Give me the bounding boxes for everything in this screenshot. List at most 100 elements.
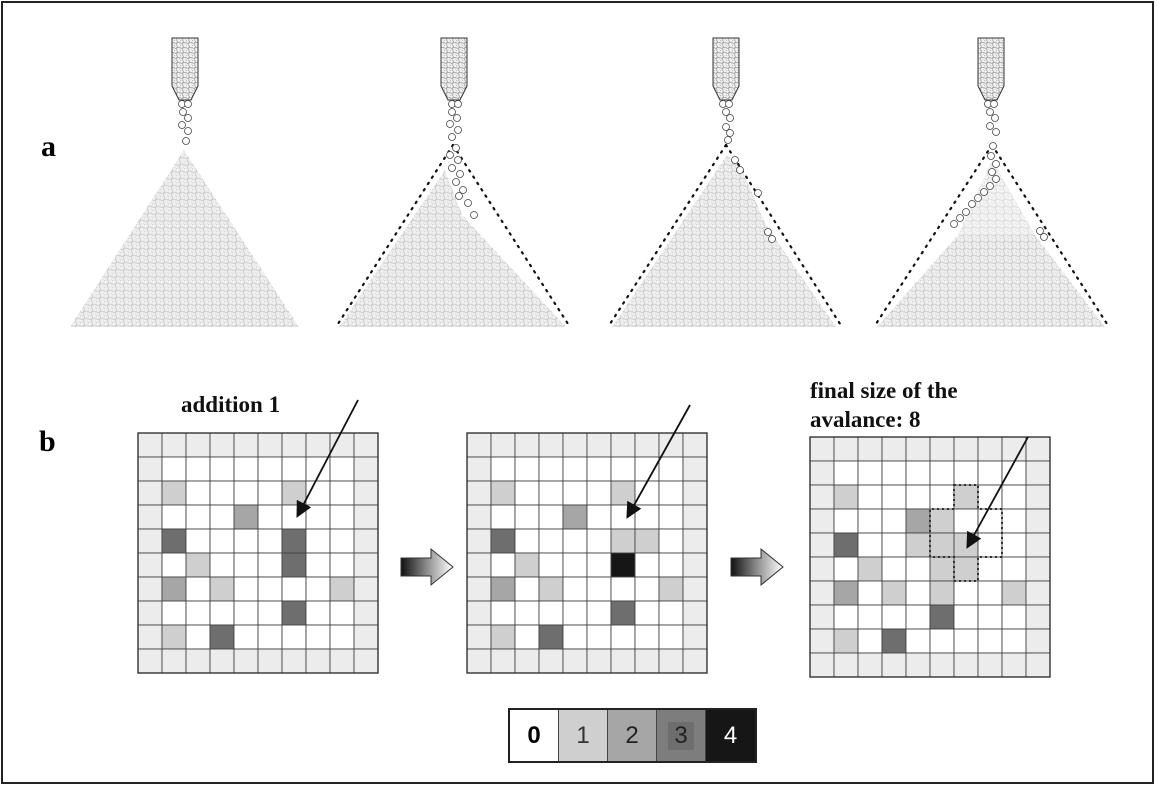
grid-cell [491, 505, 515, 529]
boundary-cell [354, 529, 378, 553]
grid-cell [1002, 629, 1026, 653]
boundary-cell [491, 433, 515, 457]
boundary-cell [354, 457, 378, 481]
boundary-cell [467, 553, 491, 577]
grid-cell [858, 485, 882, 509]
boundary-cell [810, 581, 834, 605]
grid-cell [659, 577, 683, 601]
grid-cell [330, 505, 354, 529]
grid-cell [611, 529, 635, 553]
boundary-cell [162, 649, 186, 673]
boundary-cell [354, 649, 378, 673]
grid-cell [858, 557, 882, 581]
grid-cell [515, 457, 539, 481]
boundary-cell [467, 505, 491, 529]
grid-cell [282, 553, 306, 577]
grid-cell [306, 505, 330, 529]
grid-cell [587, 553, 611, 577]
grid-cell [1002, 533, 1026, 557]
grid-cell [1002, 557, 1026, 581]
grid-cell [515, 505, 539, 529]
boundary-cell [467, 577, 491, 601]
boundary-cell [539, 649, 563, 673]
grid-cell [882, 557, 906, 581]
grid-cell [635, 529, 659, 553]
grid-cell [659, 625, 683, 649]
grid-cell [186, 481, 210, 505]
grid-cell [515, 481, 539, 505]
grid-cell [539, 577, 563, 601]
grid-cell [635, 481, 659, 505]
grid-cell [635, 553, 659, 577]
grid-cell [906, 605, 930, 629]
boundary-cell [210, 649, 234, 673]
grid-cell [659, 457, 683, 481]
grid-cell [882, 509, 906, 533]
boundary-cell [810, 653, 834, 677]
legend-item-0: 0 [510, 710, 559, 761]
grid-cell [906, 509, 930, 533]
grid-cell [234, 601, 258, 625]
grid-cell [954, 581, 978, 605]
sandpile-2 [336, 38, 570, 327]
boundary-cell [467, 649, 491, 673]
boundary-cell [354, 553, 378, 577]
boundary-cell [282, 649, 306, 673]
grid-cell [515, 577, 539, 601]
grid-cell [162, 577, 186, 601]
boundary-cell [1026, 629, 1050, 653]
grid-cell [491, 625, 515, 649]
boundary-cell [354, 481, 378, 505]
boundary-cell [258, 433, 282, 457]
legend-item-3: 3 [657, 710, 706, 761]
grid-cell [539, 553, 563, 577]
boundary-cell [810, 557, 834, 581]
grid-cell [858, 605, 882, 629]
grid-cell [234, 625, 258, 649]
boundary-cell [858, 653, 882, 677]
boundary-cell [954, 437, 978, 461]
grid-cell [491, 529, 515, 553]
grid-cell [515, 529, 539, 553]
boundary-cell [138, 481, 162, 505]
grid-cell [258, 529, 282, 553]
boundary-cell [515, 649, 539, 673]
boundary-cell [930, 437, 954, 461]
grid-cell [978, 461, 1002, 485]
grid-cell [539, 529, 563, 553]
grid-cell [162, 457, 186, 481]
grid-cell [882, 485, 906, 509]
boundary-cell [930, 653, 954, 677]
grid-cell [210, 457, 234, 481]
grid-cell [1002, 581, 1026, 605]
boundary-cell [258, 649, 282, 673]
pile [339, 170, 566, 327]
grid-cell [515, 625, 539, 649]
boundary-cell [1026, 581, 1050, 605]
boundary-cell [659, 649, 683, 673]
grid-cell [954, 629, 978, 653]
grid-cell [186, 505, 210, 529]
grid-1 [138, 433, 378, 673]
boundary-cell [978, 437, 1002, 461]
boundary-cell [810, 461, 834, 485]
grid-cell [587, 625, 611, 649]
grid-cell [1002, 605, 1026, 629]
legend-label: 0 [521, 722, 547, 750]
grid-cell [978, 557, 1002, 581]
grid-cell [210, 529, 234, 553]
boundary-cell [138, 649, 162, 673]
grid-cell [563, 625, 587, 649]
boundary-cell [138, 625, 162, 649]
grid-cell [258, 457, 282, 481]
boundary-cell [467, 625, 491, 649]
legend-item-1: 1 [559, 710, 608, 761]
grid-cell [515, 601, 539, 625]
boundary-cell [1026, 557, 1050, 581]
grid-cell [491, 553, 515, 577]
grid-cell [906, 533, 930, 557]
boundary-cell [1026, 653, 1050, 677]
boundary-cell [810, 605, 834, 629]
grid-cell [162, 553, 186, 577]
boundary-cell [587, 649, 611, 673]
